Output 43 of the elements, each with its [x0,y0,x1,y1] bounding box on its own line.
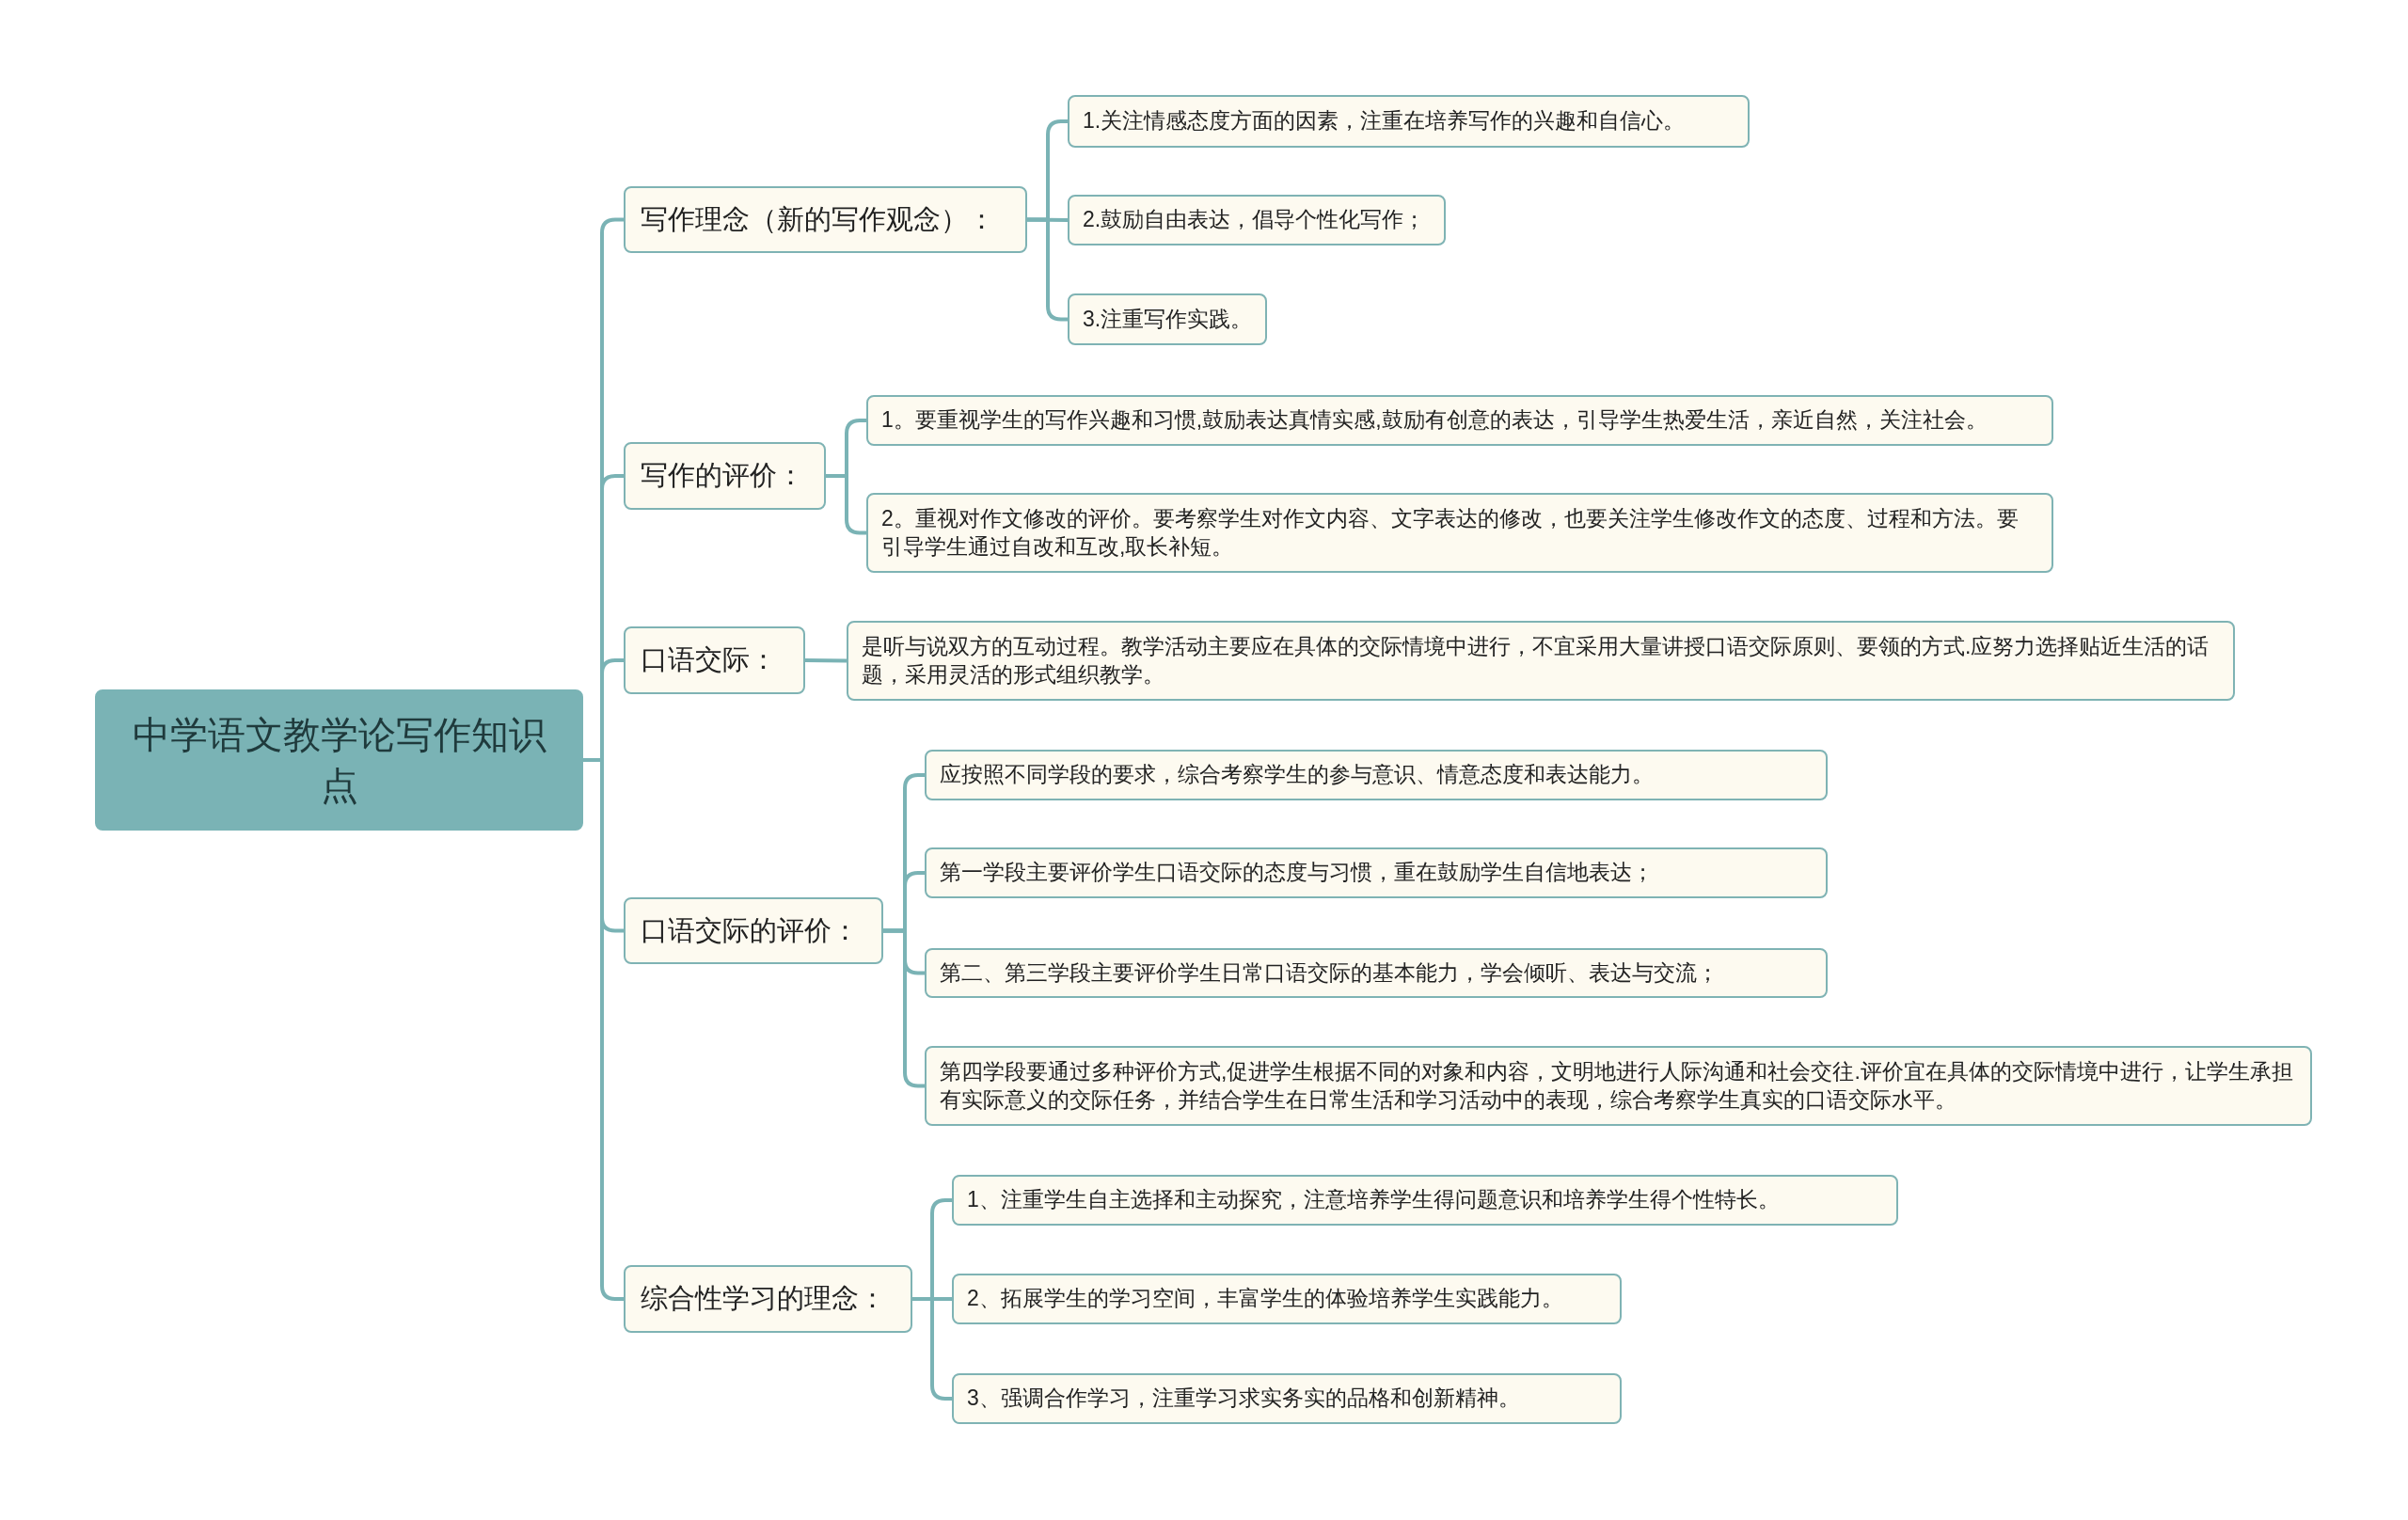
central-topic-box [95,689,583,831]
topic-box [925,750,1828,800]
topic-text: 写作理念（新的写作观念）： [641,202,995,236]
topic-text: 是听与说双方的互动过程。教学活动主要应在具体的交际情境中进行，不宜采用大量讲授口语交际原则、要领的方式.应努力选择贴近生活的话题，采用灵活的形式组织教学。 [862,632,2210,689]
topic-text: 1.关注情感态度方面的因素，注重在培养写作的兴趣和自信心。 [1083,107,1686,135]
topic-text: 第四学段要通过多种评价方式,促进学生根据不同的对象和内容，文明地进行人际沟通和社会交往.评价宜在具体的交际情境中进行，让学生承担有实际意义的交际任务，并结合学生在日常生活和学习活动中的表现，综合考察学生真实的口语交际水平。 [940,1057,2294,1114]
central-topic-text: 中学语文教学论写作知识点 [131,713,547,808]
connector-line [883,928,925,1088]
topic-box [1068,195,1446,245]
topic-text: 口语交际： [641,643,777,676]
topic-text: 写作的评价： [641,459,804,492]
topic-text: 综合性学习的理念： [641,1282,886,1315]
topic-text: 2。重视对作文修改的评价。要考察学生对作文内容、文字表达的修改，也要关注学生修改作文的态度、过程和方法。要引导学生通过自改和互改,取长补短。 [881,504,2020,561]
topic-box [624,897,883,964]
topic-box [925,948,1828,998]
connector-line [826,474,866,535]
topic-box [1068,95,1750,148]
topic-text: 口语交际的评价： [641,913,859,947]
topic-box [952,1175,1898,1226]
topic-text: 应按照不同学段的要求，综合考察学生的参与意识、情意态度和表达能力。 [940,761,1654,789]
topic-box [624,1265,912,1333]
topic-box [866,493,2053,573]
connector-line [1027,217,1068,322]
topic-text: 1。要重视学生的写作兴趣和习惯,鼓励表达真情实感,鼓励有创意的表达，引导学生热爱生活，亲近自然，关注社会。 [881,406,1988,435]
topic-text: 第二、第三学段主要评价学生日常口语交际的基本能力，学会倾听、表达与交流； [940,958,1719,987]
topic-box [925,1046,2312,1126]
topic-box [952,1274,1622,1324]
topic-text: 3.注重写作实践。 [1083,305,1253,333]
topic-text: 1、注重学生自主选择和主动探究，注意培养学生得问题意识和培养学生得个性特长。 [967,1186,1780,1214]
topic-box [925,847,1828,898]
topic-box [624,626,805,694]
topic-text: 2、拓展学生的学习空间，丰富学生的体验培养学生实践能力。 [967,1285,1563,1313]
topic-box [866,395,2053,446]
topic-text: 3、强调合作学习，注重学习求实务实的品格和创新精神。 [967,1385,1520,1413]
topic-box [847,621,2235,701]
connector-line [912,1297,952,1401]
connector-line [804,658,848,663]
topic-text: 2.鼓励自由表达，倡导个性化写作； [1083,206,1426,234]
topic-box [624,442,826,510]
topic-box [624,186,1027,253]
topic-text: 第一学段主要评价学生口语交际的态度与习惯，重在鼓励学生自信地表达； [940,859,1654,887]
topic-box [1068,293,1267,345]
topic-box [952,1373,1622,1424]
